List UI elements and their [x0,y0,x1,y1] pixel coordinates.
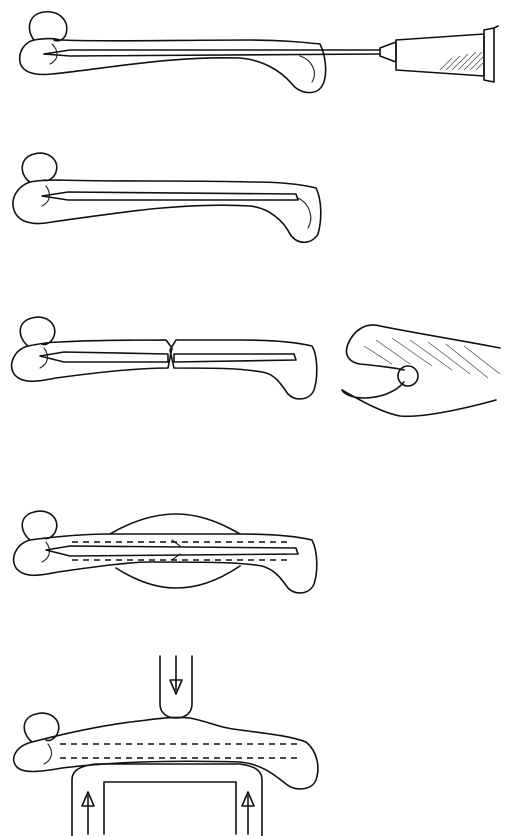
panel-pin-in-canal [13,153,321,242]
intramedullary-pin-icon [60,744,300,758]
intramedullary-pin-icon [40,352,296,362]
arrow-down-icon [170,656,182,694]
panel-fracture-callus [14,511,317,593]
femur-icon [14,511,317,593]
bone-cutter-icon [342,325,500,416]
arrow-up-icon [242,792,254,834]
femur-icon [13,153,321,242]
loading-anvil-icon [160,656,192,718]
intramedullary-pin-icon [46,542,298,560]
panel-needle-insertion [20,12,498,93]
callus-icon [110,514,240,588]
panel-three-point-bending [14,656,318,836]
femur-icon [20,12,326,93]
barrel-hatching [440,52,484,70]
syringe-needle-icon [44,26,498,82]
panel-fracture-with-forceps [12,317,500,416]
intramedullary-pin-icon [42,192,298,200]
arrow-up-icon [82,792,94,834]
support-fixture-icon [72,764,262,836]
femur-icon [14,713,318,789]
femur-icon [12,317,317,399]
